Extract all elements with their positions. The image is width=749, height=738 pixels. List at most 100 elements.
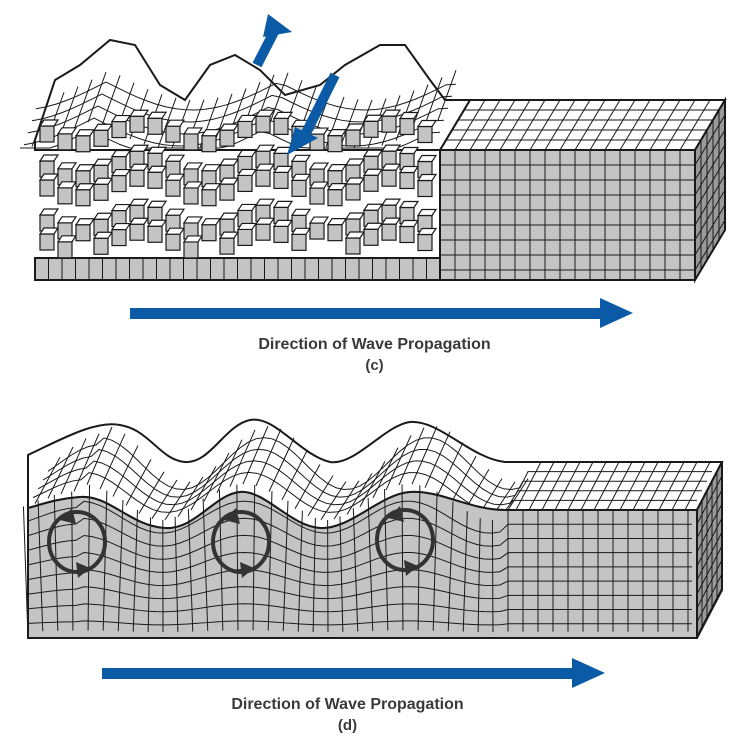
shear-block [165, 125, 181, 143]
shear-block-top [326, 218, 348, 226]
shear-block-top [344, 177, 366, 185]
grid-line [31, 96, 51, 147]
shear-block-top [110, 114, 132, 123]
shear-block-top [416, 173, 438, 182]
shear-block-top [398, 200, 420, 209]
shear-block [273, 171, 289, 189]
grid-line [339, 516, 344, 632]
shear-block-top [218, 158, 240, 166]
shear-block-top [398, 146, 420, 155]
panel-c-block-top [438, 99, 727, 151]
grid-line [696, 489, 723, 539]
grid-line [694, 174, 726, 226]
grid-line [671, 461, 698, 511]
grid-line [372, 447, 399, 499]
grid-line [696, 545, 723, 595]
grid-line [174, 516, 179, 632]
grid-line [694, 129, 726, 181]
shear-block [399, 225, 415, 244]
grid-line [27, 551, 692, 573]
grid-line [252, 485, 256, 631]
grid-line [554, 461, 581, 511]
grid-line [320, 481, 347, 520]
shear-block [75, 135, 91, 153]
grid-line [229, 429, 256, 487]
grid-line [417, 485, 421, 631]
shear-block-top [74, 183, 96, 191]
grid-line [255, 428, 282, 487]
grid-line [34, 456, 61, 504]
grid-line [73, 433, 100, 492]
grid-line [619, 461, 646, 511]
shear-block-top [164, 154, 186, 162]
shear-block-top [380, 217, 402, 225]
shear-block-top [362, 114, 384, 122]
shear-block [255, 223, 271, 241]
shear-block-top [38, 154, 60, 162]
shear-block-top [92, 212, 114, 220]
panel-c-base-grid [34, 258, 441, 280]
grid-line [27, 603, 692, 613]
shear-block [219, 129, 235, 147]
shear-block-top [38, 173, 60, 181]
panel-d-block-front [27, 490, 698, 639]
grid-line [589, 99, 621, 151]
grid-line [559, 99, 591, 151]
grid-line [157, 97, 177, 149]
grid-line [267, 491, 273, 631]
shear-block [183, 187, 199, 205]
shear-block [417, 233, 433, 252]
grid-line [696, 573, 723, 623]
grid-line [27, 620, 692, 626]
grid-line [27, 517, 692, 547]
shear-block-top [308, 181, 330, 189]
grid-line [367, 497, 374, 632]
grid-line [242, 425, 269, 485]
shear-block [75, 189, 91, 207]
shear-block-top [128, 144, 150, 152]
shear-block-top [218, 177, 240, 185]
shear-block-top [182, 162, 204, 170]
shear-block [381, 169, 397, 187]
grid-line [469, 99, 501, 151]
shear-block [363, 228, 379, 246]
shear-block-top [146, 165, 168, 173]
shear-block-top [344, 231, 366, 239]
shear-block [255, 115, 271, 133]
shear-block-top [290, 154, 312, 162]
shear-block-top [56, 162, 78, 170]
shear-block-top [272, 165, 294, 173]
grid-line [696, 531, 723, 581]
shear-block-top [146, 219, 168, 227]
shear-block-top [398, 219, 420, 228]
shear-block-top [218, 123, 240, 131]
shear-block [309, 222, 325, 240]
panel-c-wavy-grid [20, 70, 457, 149]
grid-line [101, 75, 121, 126]
grid-line [87, 72, 107, 123]
shear-block [111, 174, 127, 193]
grid-line [437, 70, 457, 121]
shear-block [399, 117, 415, 136]
grid-line [645, 461, 672, 511]
grid-line [22, 506, 29, 632]
shear-block-top [74, 129, 96, 137]
grid-line [294, 464, 321, 509]
grid-line [694, 189, 726, 241]
grid-line [138, 471, 165, 514]
shear-block [129, 223, 145, 241]
grid-line [632, 461, 659, 511]
grid-line [27, 534, 692, 560]
shear-block [39, 179, 55, 197]
grid-line [606, 461, 633, 511]
grid-line [447, 501, 454, 632]
panel-c-caption: Direction of Wave Propagation [258, 336, 491, 353]
grid-line [411, 426, 438, 485]
shear-block-top [38, 227, 60, 235]
shear-block-top [254, 198, 276, 206]
grid-line [213, 93, 233, 145]
grid-line [694, 204, 726, 256]
grid-line [696, 517, 723, 567]
shear-block-top [308, 162, 330, 170]
shear-block-top [92, 231, 114, 239]
